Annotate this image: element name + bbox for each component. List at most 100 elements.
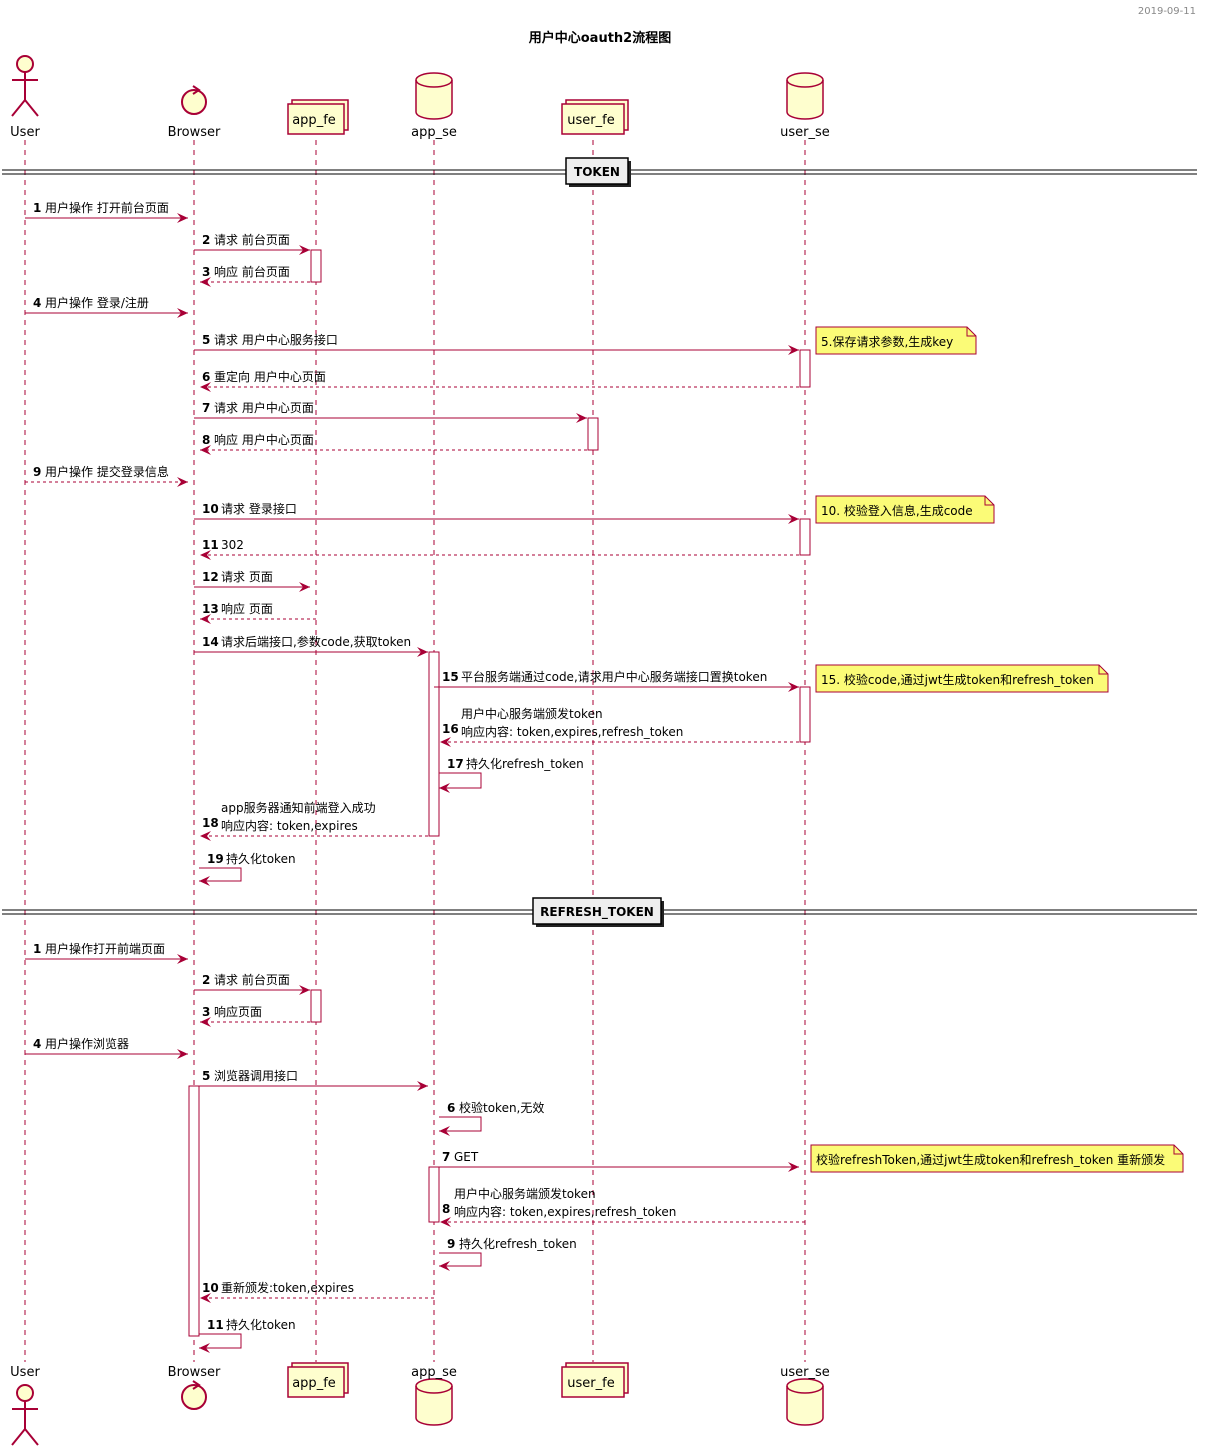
message-label: 用户操作 打开前台页面 [45, 200, 169, 215]
participant-label-user: User [10, 125, 40, 140]
message-arrow [199, 867, 242, 886]
message-9: 9 用户操作 提交登录信息 [25, 464, 188, 487]
message-number: 8 [442, 1202, 450, 1216]
participant-label-browser: Browser [168, 125, 221, 140]
activation-bar [310, 249, 322, 283]
message-label: 请求 前台页面 [214, 972, 290, 987]
message-label: GET [454, 1150, 479, 1164]
actor-icon [11, 1384, 39, 1446]
activation-bar [799, 349, 811, 388]
message-label: 响应内容: token,expires [221, 818, 358, 833]
participant-label-app_se: app_se [411, 1365, 457, 1380]
message-label: 响应内容: token,expires,refresh_token [461, 724, 683, 739]
message-label: 校验token,无效 [459, 1100, 544, 1115]
participant-app_fe-top: app_fe [287, 99, 349, 135]
message-label: 平台服务端通过code,请求用户中心服务端接口置换token [461, 669, 767, 684]
participant-user-bottom: User [10, 1365, 40, 1446]
note-2: 10. 校验登入信息,生成code [815, 495, 995, 524]
message-label: 持久化refresh_token [459, 1236, 577, 1251]
message-number: 11 [202, 538, 219, 552]
activation-bars [188, 249, 811, 1337]
message-number: 9 [447, 1237, 455, 1251]
message-number: 7 [442, 1150, 450, 1164]
message-number: 11 [207, 1318, 224, 1332]
message-label: 302 [221, 538, 244, 552]
participant-label-user: User [10, 1365, 40, 1380]
message-number: 1 [33, 201, 41, 215]
participant-label-browser: Browser [168, 1365, 221, 1380]
message-arrow [199, 1333, 242, 1353]
note-1: 5.保存请求参数,生成key [815, 326, 977, 355]
note-text: 校验refreshToken,通过jwt生成token和refresh_toke… [816, 1152, 1165, 1167]
participant-app_se-bottom: app_se [411, 1365, 457, 1426]
participant-user-top: User [10, 55, 40, 140]
database-icon [786, 1378, 824, 1426]
section-token: TOKEN [2, 157, 1197, 187]
message-number: 12 [202, 570, 219, 584]
message-7: 7 GET [434, 1150, 799, 1172]
message-label: 用户操作浏览器 [45, 1036, 129, 1051]
message-number: 2 [202, 233, 210, 247]
message-number: 3 [202, 1005, 210, 1019]
message-label: 请求 前台页面 [214, 232, 290, 247]
message-label: 用户中心服务端颁发token [461, 706, 603, 721]
participant-app_fe-bottom: app_fe [287, 1362, 349, 1398]
message-number: 17 [447, 757, 464, 771]
message-3: 3 响应页面 [200, 1004, 316, 1027]
activation-bar [428, 651, 440, 837]
activation-bar [587, 417, 599, 451]
message-label: 响应 用户中心页面 [214, 432, 314, 447]
message-arrow [439, 1252, 482, 1271]
message-number: 3 [202, 265, 210, 279]
message-number: 5 [202, 333, 210, 347]
diagram-date: 2019-09-11 [1138, 6, 1196, 17]
message-label: 浏览器调用接口 [214, 1068, 298, 1083]
message-label: 持久化token [226, 1317, 296, 1332]
message-arrow [439, 1116, 482, 1136]
participant-label-user_se: user_se [780, 125, 830, 140]
actor-icon [11, 55, 39, 117]
participant-label-app_se: app_se [411, 125, 457, 140]
section-label: TOKEN [574, 165, 620, 179]
message-5: 5 请求 用户中心服务接口 [194, 332, 799, 355]
participant-browser-bottom: Browser [168, 1365, 221, 1410]
message-number: 2 [202, 973, 210, 987]
message-2: 2 请求 前台页面 [194, 232, 310, 255]
note-4: 校验refreshToken,通过jwt生成token和refresh_toke… [810, 1144, 1184, 1173]
collections-icon [561, 99, 629, 135]
collections-icon [287, 1362, 349, 1398]
message-label: 用户操作 提交登录信息 [45, 464, 169, 479]
database-icon [415, 1378, 453, 1426]
message-number: 9 [33, 465, 41, 479]
message-number: 16 [442, 722, 459, 736]
message-label: app服务器通知前端登入成功 [221, 800, 376, 815]
message-number: 6 [447, 1101, 455, 1115]
note-text: 5.保存请求参数,生成key [821, 334, 953, 349]
message-label: 请求 用户中心服务接口 [214, 332, 338, 347]
activation-bar [428, 1166, 440, 1223]
message-label: 持久化refresh_token [466, 756, 584, 771]
activation-bar [799, 686, 811, 743]
message-label: 响应页面 [214, 1004, 262, 1019]
participant-label-user_fe: user_fe [567, 1376, 614, 1391]
